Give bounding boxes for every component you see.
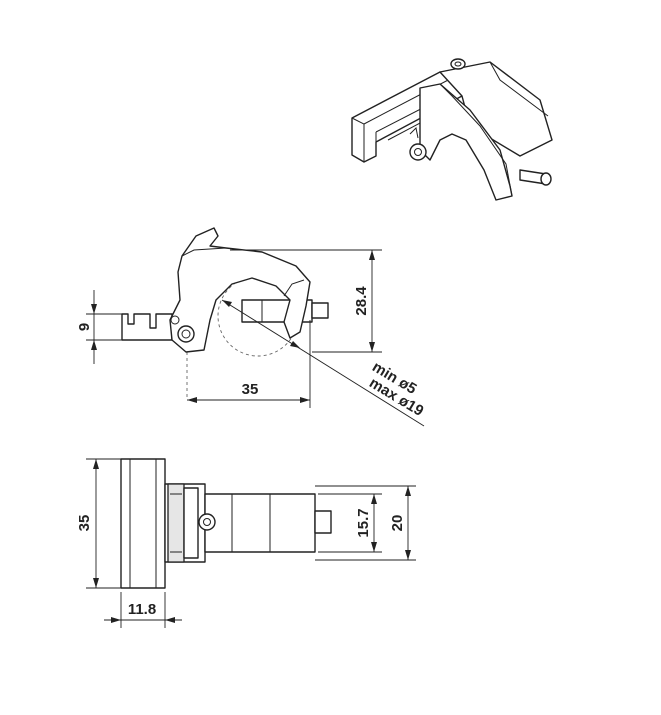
dim-label-20: 20 [389, 515, 406, 532]
bottom-view [86, 458, 416, 628]
isometric-view [351, 58, 553, 201]
dim-label-35-bottom: 35 [76, 515, 93, 532]
dim-label-11-8: 11.8 [128, 601, 156, 618]
dim-label-9: 9 [76, 323, 93, 331]
dim-label-15-7: 15.7 [355, 508, 372, 537]
side-view [86, 227, 425, 427]
dim-label-35-side: 35 [242, 381, 259, 398]
dim-label-28-4: 28.4 [353, 286, 370, 316]
